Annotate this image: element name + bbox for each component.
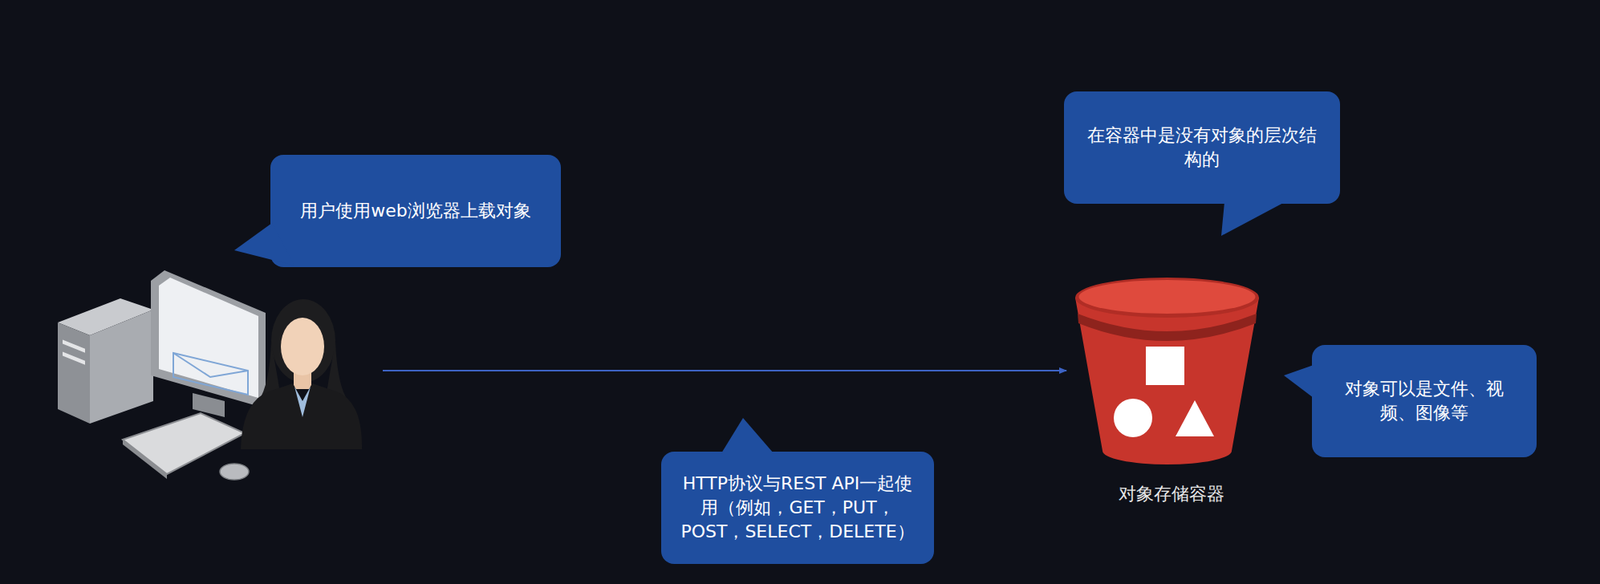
collar: [294, 386, 311, 418]
bucket-label: 对象存储容器: [1075, 482, 1268, 507]
monitor-screen: [158, 277, 259, 398]
callout-bubble: 在容器中是没有对象的层次结构的: [1063, 91, 1341, 204]
connection-line: [382, 369, 1067, 372]
envelope: [173, 353, 248, 395]
callout-tail-shape: [1283, 365, 1314, 398]
tower-side: [89, 309, 154, 424]
callout-bubble: 对象可以是文件、视频、图像等: [1311, 345, 1537, 458]
bucket-band: [1077, 313, 1257, 342]
callout-tail: [661, 451, 662, 453]
callout-tail: [1063, 91, 1065, 93]
monitor-frame: [150, 270, 266, 409]
circle-symbol: [1113, 398, 1153, 438]
bucket-shape: [1075, 275, 1259, 465]
callout-bubble: 用户使用web浏览器上载对象: [270, 154, 561, 268]
callout-text: HTTP协议与REST API一起使用（例如，GET，PUT，POST，SELE…: [678, 471, 917, 544]
callout-text: 对象可以是文件、视频、图像等: [1337, 377, 1511, 425]
tower-front: [57, 322, 90, 424]
tower-slot: [62, 340, 86, 354]
suit: [240, 383, 362, 450]
envelope-flap: [173, 353, 248, 378]
triangle-symbol: [1175, 400, 1215, 437]
face: [280, 317, 325, 376]
callout-bubble: HTTP协议与REST API一起使用（例如，GET，PUT，POST，SELE…: [661, 451, 935, 565]
callout-tail: [1311, 345, 1313, 346]
storage-bucket: 对象存储容器: [1075, 275, 1268, 507]
hair: [271, 299, 336, 383]
callout-text: 用户使用web浏览器上载对象: [300, 198, 532, 224]
callout-tail: [270, 154, 272, 156]
keyboard-edge: [122, 439, 167, 480]
bucket-rim: [1075, 277, 1259, 318]
bucket-top: [1079, 280, 1256, 314]
callout-text: 在容器中是没有对象的层次结构的: [1081, 123, 1323, 171]
tower-slot: [62, 352, 86, 366]
square-symbol: [1145, 346, 1185, 386]
callout-tail-shape: [1221, 202, 1285, 236]
mouse: [219, 463, 249, 480]
callout-tail-shape: [721, 418, 774, 454]
callout-tail-shape: [234, 223, 295, 266]
bucket-body: [1075, 297, 1259, 465]
